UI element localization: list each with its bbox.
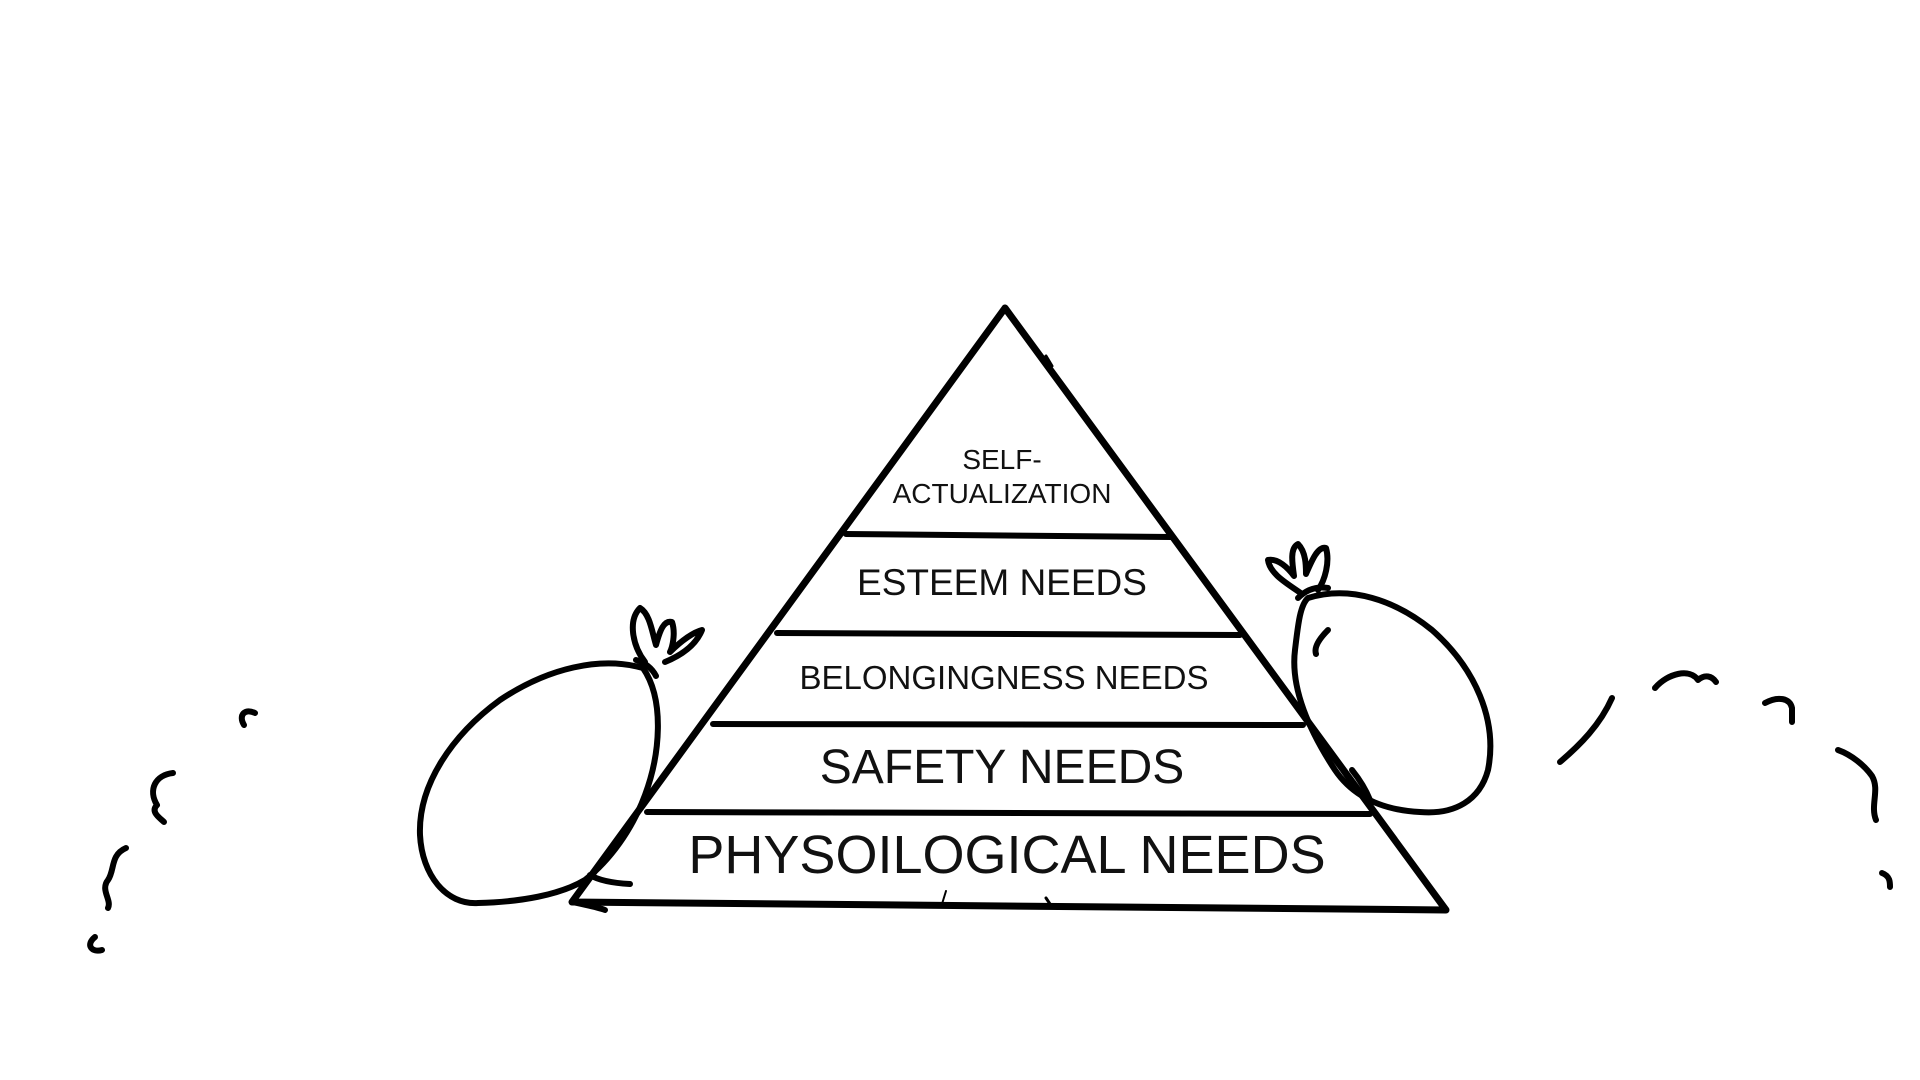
left-motion-dashes [87, 708, 258, 954]
sketch-tick-mark [1044, 354, 1054, 368]
tier-divider-1 [843, 531, 1174, 540]
tier-label-self-actualization: ACTUALIZATION [893, 478, 1112, 509]
motion-dash [238, 708, 258, 728]
motion-dash [1835, 747, 1879, 823]
motion-dash [1652, 670, 1719, 691]
left-sack-knot [633, 657, 659, 679]
motion-dash [87, 934, 105, 954]
motion-dash [1762, 695, 1795, 725]
left-sack-arm [570, 899, 608, 913]
motion-dash [150, 770, 176, 825]
motion-dash [102, 845, 129, 911]
tier-label-physiological: PHYSOILOGICAL NEEDS [688, 825, 1325, 885]
right-sack-arm [1349, 767, 1373, 803]
tier-divider-2 [774, 630, 1243, 638]
tier-divider-3 [710, 721, 1306, 728]
right-motion-dashes [1557, 670, 1893, 890]
tier-label-esteem: ESTEEM NEEDS [857, 562, 1147, 603]
left-sack-figure [416, 605, 705, 913]
pyramid [568, 304, 1450, 914]
tier-labels: SELF- ACTUALIZATION ESTEEM NEEDS BELONGI… [688, 444, 1325, 885]
motion-dash [1557, 695, 1615, 765]
tier-divider-4 [644, 809, 1373, 817]
sketch-tick-mark [941, 890, 947, 905]
right-sack-tuft [1265, 541, 1331, 597]
motion-dash [1879, 870, 1893, 890]
left-sack-tuft [629, 605, 705, 665]
right-sack-arm [1312, 627, 1331, 657]
left-sack-body [416, 660, 661, 907]
left-sack-arm [587, 872, 633, 887]
tier-label-safety: SAFETY NEEDS [820, 741, 1185, 794]
pyramid-outline [568, 304, 1450, 914]
right-sack-body [1291, 590, 1494, 816]
tier-label-self-actualization: SELF- [962, 444, 1041, 475]
tier-label-belongingness: BELONGINGNESS NEEDS [800, 659, 1209, 696]
sketch-tick-mark [1044, 896, 1052, 906]
right-sack-figure [1265, 541, 1494, 816]
